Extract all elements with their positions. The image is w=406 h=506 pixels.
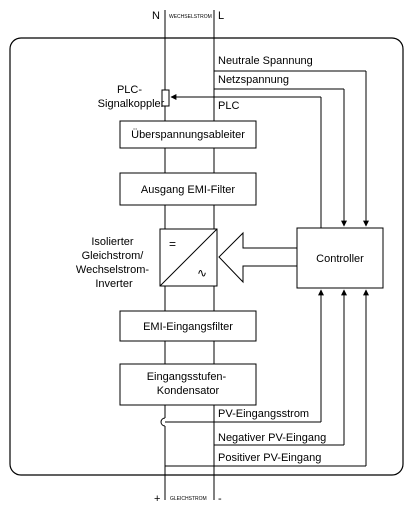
inverter-diagonal [159, 228, 218, 287]
emi-output-filter-box [119, 172, 257, 206]
plc-coupler-label: PLC- Signalkoppler [98, 84, 165, 110]
neutral-voltage-label: Neutrale Spannung [218, 55, 313, 67]
plc-label: PLC [218, 100, 239, 112]
terminal-l-label: L [218, 10, 224, 22]
terminal-plus-label: + [154, 493, 160, 505]
ac-terminal-label: WECHSELSTROM [169, 14, 212, 20]
control-arrow [218, 231, 298, 284]
pv-negative-label: Negativer PV-Eingang [218, 432, 326, 444]
controller-label: Controller [316, 253, 364, 265]
pv-current-label: PV-Eingangsstrom [218, 408, 309, 420]
dc-plus-jumper [160, 417, 166, 427]
capacitor-box [119, 363, 257, 406]
inverter-dc-symbol: = [169, 237, 176, 251]
inverter-label: Isolierter Gleichstrom/ Wechselstrom- In… [76, 236, 152, 290]
emi-output-filter-label: Ausgang EMI-Filter [141, 184, 235, 196]
terminal-n-label: N [152, 10, 160, 22]
inverter-ac-symbol: ∿ [197, 266, 207, 280]
grid-voltage-label: Netzspannung [218, 74, 289, 86]
terminal-minus-label: - [218, 493, 222, 505]
dc-terminal-label: GLEICHSTROM [170, 496, 207, 502]
surge-arrester-label: Überspannungsableiter [131, 129, 245, 141]
emi-input-filter-box [119, 310, 257, 342]
capacitor-label: Eingangsstufen- Kondensator [147, 371, 230, 397]
controller-box [296, 227, 384, 289]
surge-arrester-box [119, 120, 257, 149]
enclosure-frame [9, 37, 404, 476]
emi-input-filter-label: EMI-Eingangsfilter [143, 321, 233, 333]
pv-positive-label: Positiver PV-Eingang [218, 452, 321, 464]
